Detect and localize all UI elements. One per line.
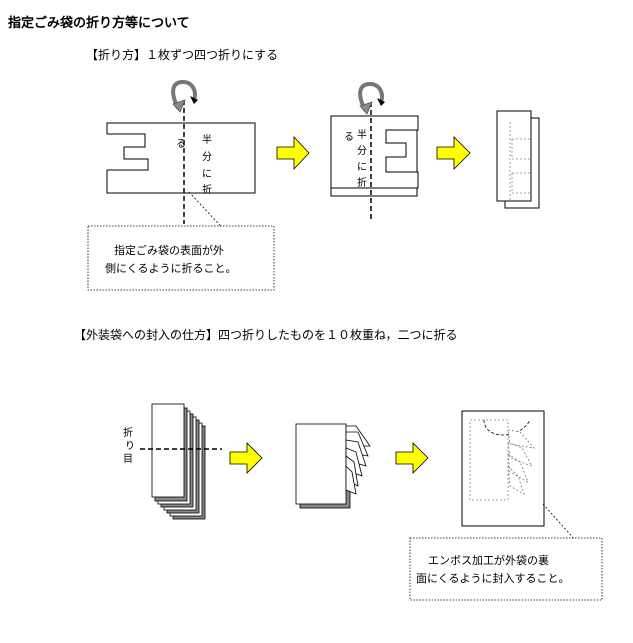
fold-label-5: 半 xyxy=(357,128,367,141)
fold-label-4: 折 xyxy=(202,183,212,196)
fold-arrow-icon xyxy=(171,79,198,113)
crease-label-1: 折 xyxy=(123,426,133,439)
page-title: 指定ごみ袋の折り方等について xyxy=(8,16,190,31)
bag-unfolded: る 半 分 に 折 xyxy=(106,79,256,224)
callout-2-line-2: 面にくるように封入すること。 xyxy=(416,571,570,585)
fold-label-3: に xyxy=(202,168,212,180)
bag-stack: 折 り 目 xyxy=(123,403,222,520)
arrow-right-icon xyxy=(395,442,429,474)
section1-heading: 【折り方】１枚ずつ四つ折りにする xyxy=(86,48,279,62)
bag-stack-folded xyxy=(295,423,371,509)
arrow-right-icon xyxy=(276,135,310,171)
fold-label-6: 分 xyxy=(357,145,367,157)
fold-arrow-icon xyxy=(358,81,385,115)
fold-label-ru-2: る xyxy=(344,131,354,143)
fold-label-ru-1: る xyxy=(176,138,186,150)
crease-label-2: り xyxy=(125,440,135,452)
fold-label-8: 折 xyxy=(357,176,367,189)
crease-label-3: 目 xyxy=(123,454,133,465)
callout-1-line-1: 指定ごみ袋の表面が外 xyxy=(114,243,224,257)
section2-heading: 【外装袋への封入の仕方】四つ折りしたものを１０枚重ね，二つに折る xyxy=(74,328,458,342)
bag-quarter-folded xyxy=(496,110,540,209)
callout-note-2: エンボス加工が外袋の裏 面にくるように封入すること。 xyxy=(409,503,603,601)
fold-label-1: 半 xyxy=(202,133,212,146)
outer-bag xyxy=(461,410,545,527)
bag-half-folded: る 半 分 に 折 xyxy=(330,81,419,222)
callout-note-1: 指定ごみ袋の表面が外 側にくるように折ること。 xyxy=(87,191,275,291)
fold-label-2: 分 xyxy=(202,151,212,163)
callout-1-line-2: 側にくるように折ること。 xyxy=(105,261,237,275)
arrow-right-icon xyxy=(436,136,471,170)
fold-label-7: に xyxy=(357,161,367,173)
callout-2-line-1: エンボス加工が外袋の裏 xyxy=(428,553,549,567)
arrow-right-icon xyxy=(229,442,263,474)
